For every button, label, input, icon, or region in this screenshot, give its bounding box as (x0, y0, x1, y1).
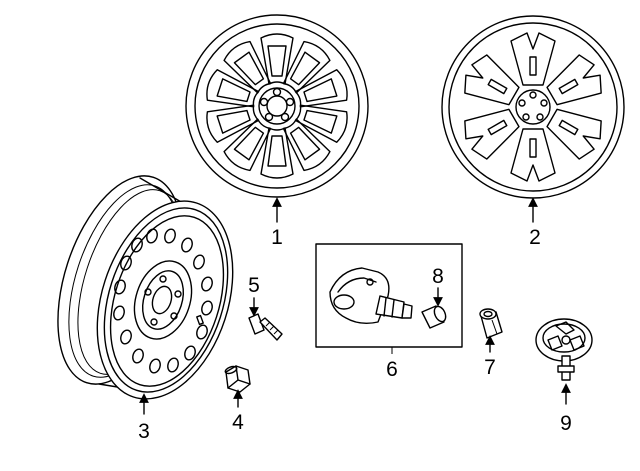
alloy-wheel-part-1 (185, 14, 369, 198)
wheel-stud-part-5 (248, 313, 283, 341)
callout-5: 5 (248, 274, 260, 297)
tpms-sensor (329, 267, 413, 325)
callout-6: 6 (386, 358, 398, 381)
center-cap-part-9 (535, 318, 593, 381)
valve-part-7 (479, 308, 503, 339)
callout-9: 9 (560, 412, 572, 435)
tpms-sensor-kit-part-6: 8 (315, 243, 463, 348)
kit-box (315, 243, 463, 348)
lug-nut-part-4 (224, 365, 251, 393)
wheel-cover-part-2 (441, 15, 625, 199)
steel-wheel-part-3 (57, 175, 234, 400)
callout-2: 2 (529, 226, 541, 249)
callout-1: 1 (271, 226, 283, 249)
callout-8: 8 (432, 265, 444, 288)
callout-3: 3 (138, 420, 150, 443)
callout-7: 7 (484, 356, 496, 379)
callout-4: 4 (232, 411, 244, 434)
valve-cap-part-8 (421, 305, 447, 329)
